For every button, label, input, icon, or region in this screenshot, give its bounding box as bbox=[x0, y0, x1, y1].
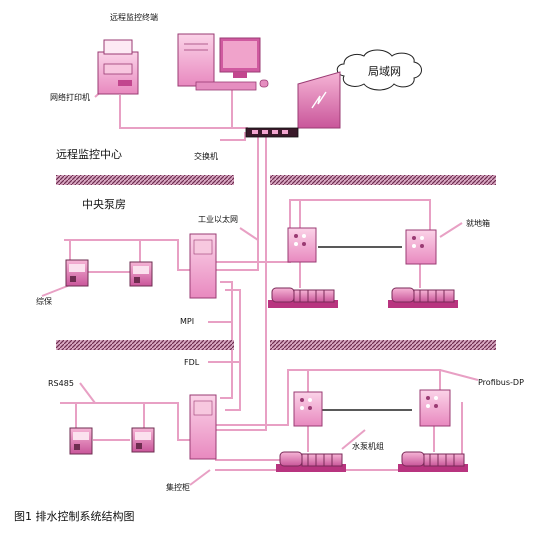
pump-unit-lower-1 bbox=[276, 451, 346, 472]
label-pump-unit: 水泵机组 bbox=[352, 441, 384, 451]
control-cabinet-upper bbox=[189, 233, 217, 299]
control-cabinet-lower bbox=[189, 394, 217, 460]
computer-icon bbox=[177, 33, 269, 91]
protection-unit-lower-2 bbox=[131, 427, 155, 453]
local-box-upper-2 bbox=[405, 229, 437, 265]
label-profibus-dp: Profibus-DP bbox=[478, 378, 524, 387]
label-integrated-protection: 综保 bbox=[36, 296, 52, 306]
pump-unit-upper-1 bbox=[268, 287, 338, 308]
floor-divider-right bbox=[270, 175, 496, 185]
switch-icon bbox=[245, 127, 299, 138]
local-box-lower-2 bbox=[419, 389, 451, 427]
label-local-box: 就地箱 bbox=[466, 218, 490, 228]
label-switch: 交换机 bbox=[194, 151, 218, 161]
figure-caption: 图1 排水控制系统结构图 bbox=[14, 509, 135, 523]
label-lan: 局域网 bbox=[368, 65, 401, 78]
label-remote-center: 远程监控中心 bbox=[56, 147, 122, 161]
label-mpi: MPI bbox=[180, 317, 194, 326]
local-box-upper-1 bbox=[287, 227, 317, 263]
pump-unit-upper-2 bbox=[388, 287, 458, 308]
protection-unit-upper-1 bbox=[65, 259, 89, 287]
floor-divider-lower-right bbox=[270, 340, 496, 350]
label-control-cabinet: 集控柜 bbox=[166, 482, 190, 492]
label-central-pump-room: 中央泵房 bbox=[82, 198, 126, 211]
protection-unit-upper-2 bbox=[129, 261, 153, 287]
label-remote-terminal: 远程监控终端 bbox=[110, 12, 158, 22]
protection-unit-lower-1 bbox=[69, 427, 93, 455]
label-industrial-ethernet: 工业以太网 bbox=[198, 214, 238, 224]
floor-divider-left bbox=[56, 175, 234, 185]
lan-cloud-icon bbox=[336, 49, 422, 91]
local-box-lower-1 bbox=[293, 391, 323, 427]
label-network-printer: 网络打印机 bbox=[50, 92, 90, 102]
printer-icon bbox=[97, 39, 139, 95]
label-fdl: FDL bbox=[184, 358, 200, 367]
router-icon bbox=[297, 71, 341, 129]
label-rs485: RS485 bbox=[48, 379, 74, 388]
pump-unit-lower-2 bbox=[398, 451, 468, 472]
floor-divider-lower-left bbox=[56, 340, 234, 350]
